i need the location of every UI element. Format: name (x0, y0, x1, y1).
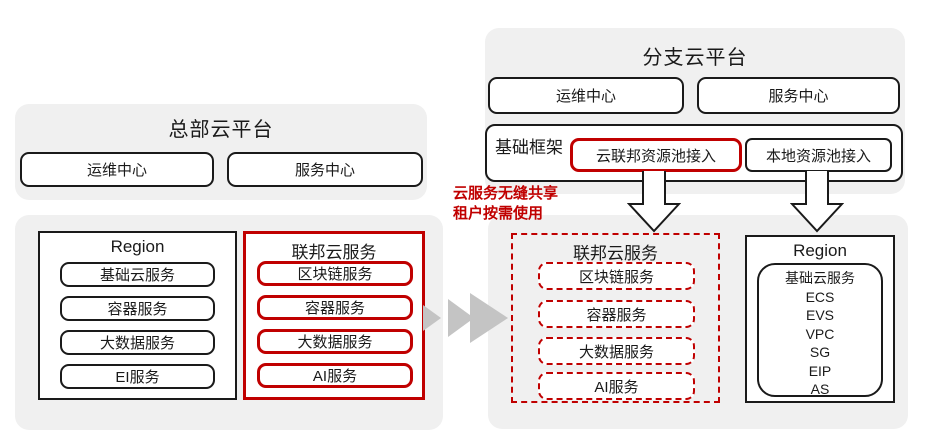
hq-ops-center-box: 运维中心 (20, 152, 214, 187)
hq-federation-item: 大数据服务 (257, 329, 413, 354)
branch-federation-item: AI服务 (538, 372, 695, 400)
hq-federation-item: 区块链服务 (257, 261, 413, 286)
branch-region-box: Region 基础云服务 ECS EVS VPC SG EIP AS (745, 235, 895, 403)
branch-service-center-box: 服务中心 (697, 77, 900, 114)
branch-region-services-box: 基础云服务 ECS EVS VPC SG EIP AS (757, 263, 883, 397)
annotation-line2: 租户按需使用 (453, 205, 544, 222)
branch-region-service: SG (809, 344, 831, 360)
framework-label: 基础框架 (495, 138, 563, 157)
branch-federation-item: 区块链服务 (538, 262, 695, 290)
branch-services-panel: 联邦云服务 区块链服务 容器服务 大数据服务 AI服务 Region 基础云服务… (488, 215, 908, 429)
annotation-line1: 云服务无缝共享 (453, 185, 559, 202)
hq-region-title: Region (110, 237, 165, 256)
hq-cloud-platform-panel: 总部云平台 运维中心 服务中心 (15, 104, 427, 200)
branch-region-service: VPC (805, 325, 835, 342)
hq-federation-item: AI服务 (257, 363, 413, 388)
flow-right-arrows-icon (423, 293, 508, 343)
branch-region-service: ECS (805, 288, 835, 305)
cloud-federation-access-box: 云联邦资源池接入 (570, 138, 742, 172)
local-pool-access-box: 本地资源池接入 (745, 138, 892, 172)
branch-region-title: Region (793, 241, 847, 260)
hq-platform-title: 总部云平台 (168, 119, 274, 141)
down-arrow-left-icon (627, 171, 681, 233)
hq-region-box: Region 基础云服务 容器服务 大数据服务 EI服务 (38, 231, 237, 400)
hq-federation-item: 容器服务 (257, 295, 413, 320)
branch-region-service: EIP (808, 362, 832, 379)
hq-federation-box: 联邦云服务 区块链服务 容器服务 大数据服务 AI服务 (243, 231, 425, 400)
hq-region-item: 大数据服务 (60, 330, 215, 355)
hq-service-center-box: 服务中心 (227, 152, 423, 187)
branch-region-service: 基础云服务 (785, 270, 855, 286)
framework-box: 基础框架 云联邦资源池接入 本地资源池接入 (485, 124, 903, 182)
hq-services-panel: Region 基础云服务 容器服务 大数据服务 EI服务 联邦云服务 区块链服务… (15, 215, 443, 430)
branch-federation-title: 联邦云服务 (573, 244, 658, 263)
hq-federation-title: 联邦云服务 (291, 243, 377, 262)
branch-region-service: EVS (805, 307, 834, 323)
branch-federation-item: 容器服务 (538, 300, 695, 328)
hq-region-item: EI服务 (60, 364, 215, 389)
branch-federation-box: 联邦云服务 区块链服务 容器服务 大数据服务 AI服务 (511, 233, 720, 403)
branch-cloud-platform-panel: 分支云平台 运维中心 服务中心 基础框架 云联邦资源池接入 本地资源池接入 (485, 28, 905, 194)
down-arrow-right-icon (790, 171, 844, 233)
annotation-text: 云服务无缝共享 租户按需使用 (453, 184, 558, 224)
hq-region-item: 容器服务 (60, 296, 215, 321)
branch-region-service: AS (810, 381, 830, 397)
branch-ops-center-box: 运维中心 (488, 77, 684, 114)
hq-region-item: 基础云服务 (60, 262, 215, 287)
branch-federation-item: 大数据服务 (538, 337, 695, 365)
branch-platform-title: 分支云平台 (642, 47, 748, 69)
